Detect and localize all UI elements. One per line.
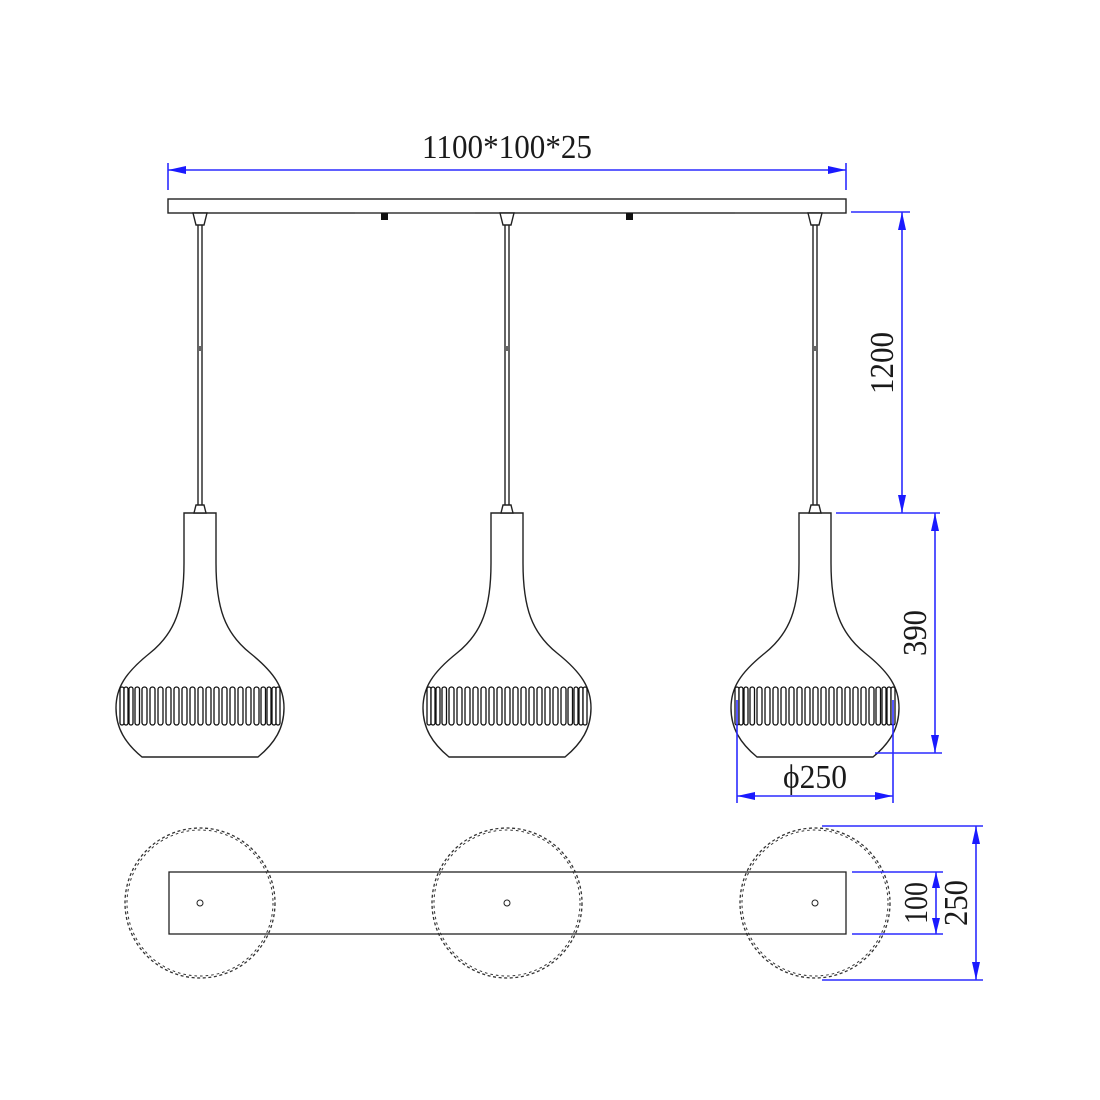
plan-view: 100 250 <box>124 825 983 981</box>
canopy-size-label: 1100*100*25 <box>422 129 592 166</box>
cable-length-dimension: 1200 <box>836 211 940 514</box>
mount-screw-left <box>381 213 388 220</box>
pendant-left <box>115 212 285 758</box>
mount-screw-right <box>626 213 633 220</box>
shade-plan-middle <box>431 827 583 979</box>
shade-diameter-dimension: ϕ250 <box>736 700 894 803</box>
overall-depth-label: 250 <box>938 880 975 926</box>
canopy-width-dimension: 100 <box>852 871 943 935</box>
canopy-length-dimension: 1100*100*25 <box>167 129 847 190</box>
canopy-width-label: 100 <box>898 882 935 924</box>
pendant-right <box>730 212 900 758</box>
canopy-plan-outline <box>168 871 847 935</box>
pendant-middle <box>422 212 592 758</box>
overall-depth-dimension: 250 <box>822 825 983 981</box>
shade-height-label: 390 <box>897 610 934 656</box>
shade-diameter-label: ϕ250 <box>783 759 847 796</box>
shade-plan-left <box>124 827 276 979</box>
cable-length-label: 1200 <box>864 332 901 394</box>
shade-plan-right <box>739 827 891 979</box>
shade-height-dimension: 390 <box>875 513 942 754</box>
elevation-view: 1100*100*25 <box>115 129 942 803</box>
